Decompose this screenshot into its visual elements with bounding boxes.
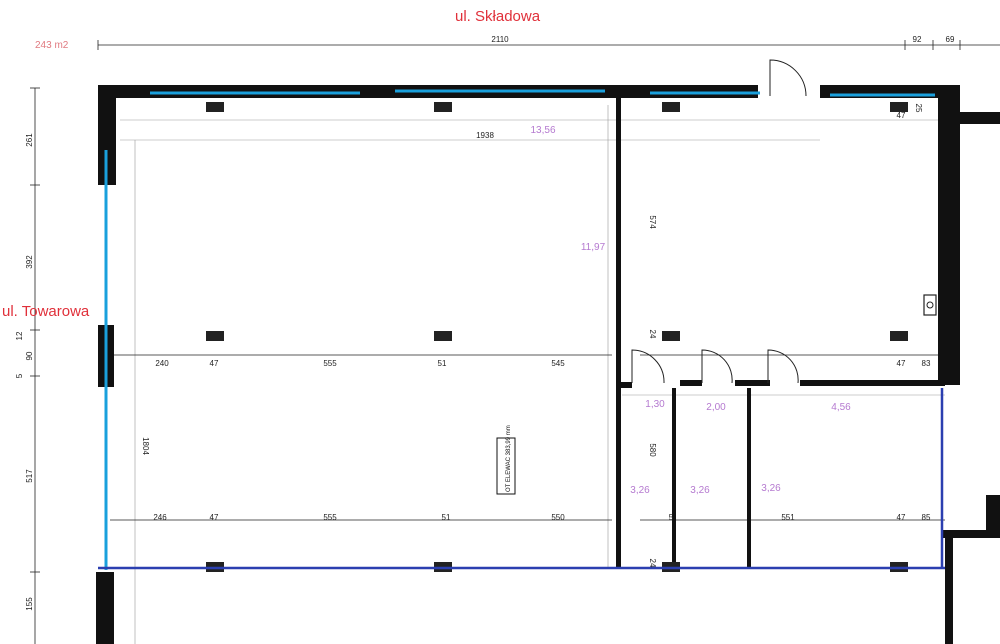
dimension-label: 555 [323, 359, 337, 368]
dimension-label: 580 [648, 443, 657, 457]
dimension-label: 47 [210, 513, 219, 522]
dimension-label: 155 [25, 597, 34, 611]
room-area-label: 3,26 [761, 483, 781, 494]
dimension-label: 83 [922, 359, 931, 368]
dimension-label: 24 [648, 559, 657, 568]
dimension-label: 47 [897, 359, 906, 368]
area-outline [98, 388, 945, 570]
doors [631, 59, 937, 384]
svg-text:OT ELEWAC 383,99 mm: OT ELEWAC 383,99 mm [506, 425, 512, 492]
dimension-label: 261 [25, 133, 34, 147]
dimension-label: 12 [15, 331, 24, 340]
area-label: 243 m2 [35, 40, 69, 51]
dimension-label: 550 [551, 513, 565, 522]
dimension-label: 2110 [491, 35, 509, 44]
dimension-label: 47 [897, 513, 906, 522]
room-labels: 13,56 11,97 1,30 2,00 4,56 3,26 3,26 3,26 [530, 125, 851, 496]
top-dimension-line [97, 40, 1000, 50]
dimension-label: 392 [25, 255, 34, 269]
street-label-top: ul. Składowa [455, 8, 541, 25]
dimension-label: 5 [15, 373, 24, 378]
dimension-label: 47 [897, 111, 906, 120]
dimension-labels: 2110 92 69 1938 47 25 261 392 12 90 5 517 155 1804 574… [15, 35, 955, 611]
dimension-label: 1938 [476, 131, 494, 140]
dimension-label: 1804 [141, 437, 150, 455]
dimension-label: 574 [648, 215, 657, 229]
room-area-label: 1,30 [645, 399, 665, 410]
room-area-label: 4,56 [831, 402, 851, 413]
dimension-label: 90 [25, 351, 34, 360]
left-dimension-line [30, 87, 40, 644]
inner-guide-lines [120, 105, 945, 644]
dimension-label: 555 [323, 513, 337, 522]
dimension-label: 51 [438, 359, 447, 368]
street-label-left: ul. Towarowa [2, 303, 90, 320]
dimension-label: 551 [781, 513, 795, 522]
dimension-label: 5 [669, 513, 674, 522]
room-area-label: 2,00 [706, 402, 726, 413]
dimension-label: 51 [442, 513, 451, 522]
room-area-label: 3,26 [690, 485, 710, 496]
dimension-label: 24 [648, 330, 657, 339]
dimension-label: 47 [210, 359, 219, 368]
elevation-stamp: OT ELEWAC 383,99 mm [496, 425, 516, 495]
walls [96, 85, 1000, 644]
dimension-label: 246 [153, 513, 167, 522]
dimension-label: 85 [922, 513, 931, 522]
dimension-rows [110, 354, 945, 521]
dimension-label: 69 [946, 35, 955, 44]
room-area-label: 3,26 [630, 485, 650, 496]
dimension-label: 517 [25, 469, 34, 483]
windows [104, 89, 935, 570]
room-area-label: 11,97 [581, 242, 606, 253]
dimension-label: 545 [551, 359, 565, 368]
dimension-label: 25 [914, 104, 923, 113]
dimension-label: 240 [155, 359, 169, 368]
columns [206, 102, 908, 572]
dimension-label: 92 [913, 35, 922, 44]
room-area-label: 13,56 [530, 125, 555, 136]
